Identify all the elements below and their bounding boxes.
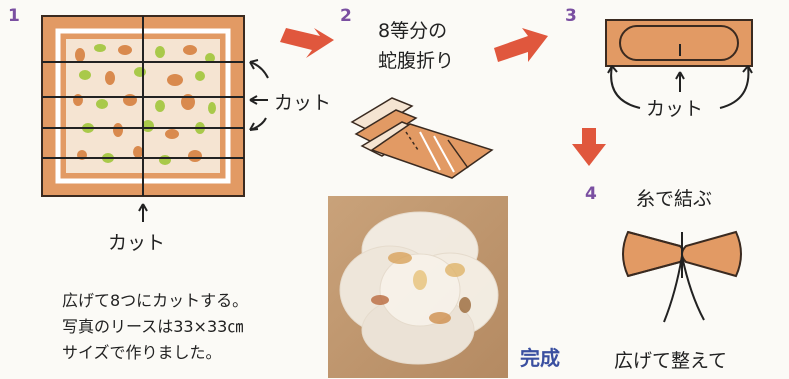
step-2-label-line2: 蛇腹折り (378, 50, 455, 72)
step-4-number: 4 (585, 184, 597, 204)
instruction-line-2: 写真のリースは33×33㎝ (62, 317, 244, 336)
step-1-number: 1 (8, 6, 20, 26)
step-2-number: 2 (340, 6, 352, 26)
instruction-line-1: 広げて8つにカットする。 (62, 291, 249, 310)
step-1-cut-label-side: カット (274, 92, 332, 114)
step-4-caption: 広げて整えて (614, 350, 728, 372)
step-2-label-line1: 8等分の (378, 20, 448, 42)
step-3-number: 3 (565, 6, 577, 26)
step-1-cut-label-bottom: カット (108, 232, 166, 254)
step-3-cut-label: カット (646, 98, 704, 120)
cut-arrows (138, 59, 269, 222)
instruction-line-3: サイズで作りました。 (62, 343, 222, 362)
finished-label: 完成 (520, 346, 560, 370)
step-4-label: 糸で結ぶ (636, 188, 713, 210)
cut-lines (42, 16, 244, 196)
